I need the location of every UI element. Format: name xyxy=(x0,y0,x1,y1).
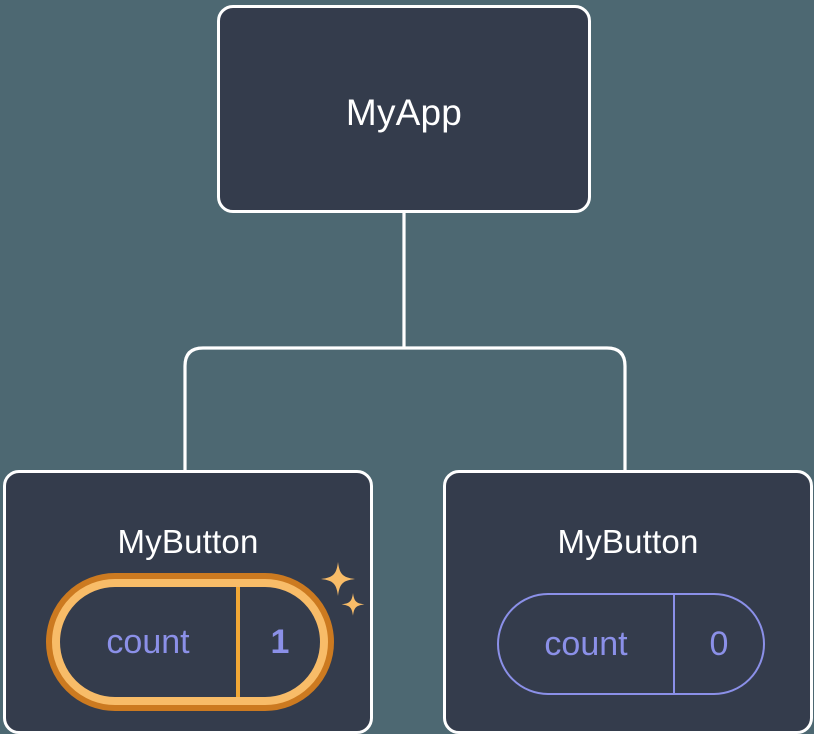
state-pill-left-name: count xyxy=(60,587,240,697)
state-pill-left-body[interactable]: count 1 xyxy=(52,579,328,705)
node-myapp[interactable]: MyApp xyxy=(217,5,591,213)
edge-child-bus xyxy=(183,346,627,470)
state-pill-right-value: 0 xyxy=(709,624,729,663)
node-myapp-label: MyApp xyxy=(345,92,463,133)
node-mybutton-right[interactable]: MyButton count 0 xyxy=(443,470,813,734)
state-pill-left[interactable]: count 1 xyxy=(46,573,334,711)
state-pill-right-name: count xyxy=(499,595,675,693)
node-mybutton-left-label: MyButton xyxy=(117,523,259,560)
node-mybutton-left[interactable]: MyButton count 1 xyxy=(3,470,373,734)
state-pill-left-glow xyxy=(46,573,334,711)
state-pill-right[interactable]: count 0 xyxy=(497,593,765,695)
node-mybutton-right-label: MyButton xyxy=(557,523,699,560)
state-pill-left-value: 1 xyxy=(270,622,290,661)
